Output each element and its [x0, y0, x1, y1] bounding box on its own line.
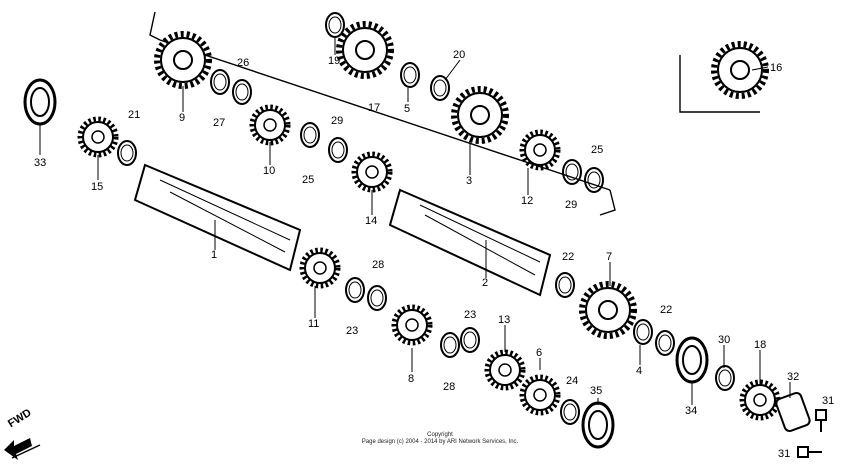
- mainshaft: [388, 188, 552, 297]
- callout-10: 10: [263, 165, 275, 177]
- callout-20: 20: [453, 49, 465, 61]
- callout-18: 18: [754, 339, 766, 351]
- washer-20: [430, 75, 450, 101]
- washer-29: [328, 137, 348, 163]
- washer-28: [367, 285, 387, 311]
- callout-29b: 29: [565, 199, 577, 211]
- bearing-34: [675, 336, 709, 384]
- washer-22b: [655, 330, 675, 356]
- callout-8: 8: [408, 373, 414, 385]
- sprocket-18: [742, 382, 778, 418]
- callout-14: 14: [365, 215, 377, 227]
- bolt-31: [797, 409, 827, 458]
- fwd-arrow-icon: [4, 438, 32, 460]
- gear-17: [339, 24, 391, 76]
- leader-lines: [39, 37, 791, 405]
- gear-16: [714, 44, 766, 96]
- callout-19: 19: [328, 55, 340, 67]
- plate-32: [775, 391, 811, 433]
- seal-30: [715, 365, 735, 391]
- callout-26: 26: [237, 57, 249, 69]
- callout-11: 11: [308, 318, 319, 330]
- gear-11: [302, 250, 338, 286]
- washer-21: [117, 140, 137, 166]
- washer-27: [210, 69, 230, 95]
- gear-13: [487, 352, 523, 388]
- callout-5: 5: [404, 103, 410, 115]
- callout-27: 27: [213, 117, 225, 129]
- washer-24: [560, 399, 580, 425]
- bearing-35: [581, 401, 615, 449]
- callout-33: 33: [34, 157, 46, 169]
- callout-1: 1: [211, 249, 217, 261]
- washer-29b: [562, 159, 582, 185]
- shaft-frame-lines: [11, 11, 760, 459]
- callout-25: 25: [302, 174, 314, 186]
- callout-25b: 25: [591, 144, 603, 156]
- callout-31b: 31: [778, 448, 790, 460]
- gear-10: [252, 107, 288, 143]
- copyright-line-1: Copyright: [427, 432, 453, 438]
- callout-34: 34: [685, 405, 697, 417]
- gear-14: [354, 154, 390, 190]
- callout-23: 23: [346, 325, 358, 337]
- callout-22: 22: [562, 251, 574, 263]
- washer-23: [345, 277, 365, 303]
- copyright-notice: Copyright Page design (c) 2004 - 2014 by…: [300, 432, 580, 446]
- callout-13: 13: [498, 314, 510, 326]
- gear-15: [80, 119, 116, 155]
- callout-24: 24: [566, 375, 578, 387]
- gear-7: [582, 284, 634, 336]
- callout-16: 16: [770, 62, 782, 74]
- gear-12: [522, 132, 558, 168]
- callout-23b: 23: [464, 309, 476, 321]
- callout-31: 31: [822, 395, 834, 407]
- callout-28: 28: [372, 259, 384, 271]
- countershaft: [133, 163, 302, 272]
- callout-6: 6: [536, 347, 542, 359]
- washer-28b: [440, 332, 460, 358]
- callout-2: 2: [482, 277, 488, 289]
- callout-7: 7: [606, 251, 612, 263]
- callout-labels: 1 2 3 4 5 6 7 8 9 10 11 12 13 14 15 16 1…: [34, 49, 834, 460]
- bearing-33: [23, 78, 57, 126]
- callout-15: 15: [91, 181, 103, 193]
- washer-25: [300, 122, 320, 148]
- gear-6: [522, 377, 558, 413]
- callout-17: 17: [368, 102, 380, 114]
- washer-22: [555, 272, 575, 298]
- callout-4: 4: [636, 365, 642, 377]
- bushing-5: [400, 62, 420, 88]
- callout-35: 35: [590, 385, 602, 397]
- washer-25b: [584, 167, 604, 193]
- callout-12: 12: [521, 195, 533, 207]
- callout-9: 9: [179, 112, 185, 124]
- gear-3: [454, 89, 506, 141]
- washer-26: [232, 79, 252, 105]
- washer-19: [325, 12, 345, 38]
- callout-21: 21: [128, 109, 140, 121]
- callout-28b: 28: [443, 381, 455, 393]
- callout-29: 29: [331, 115, 343, 127]
- callout-30: 30: [718, 334, 730, 346]
- copyright-line-2: Page design (c) 2004 - 2014 by ARI Netwo…: [361, 439, 519, 445]
- washer-4: [633, 319, 653, 345]
- washer-23b: [460, 327, 480, 353]
- callout-3: 3: [466, 175, 472, 187]
- callout-32: 32: [787, 371, 799, 383]
- callout-22b: 22: [660, 304, 672, 316]
- gear-8: [394, 307, 430, 343]
